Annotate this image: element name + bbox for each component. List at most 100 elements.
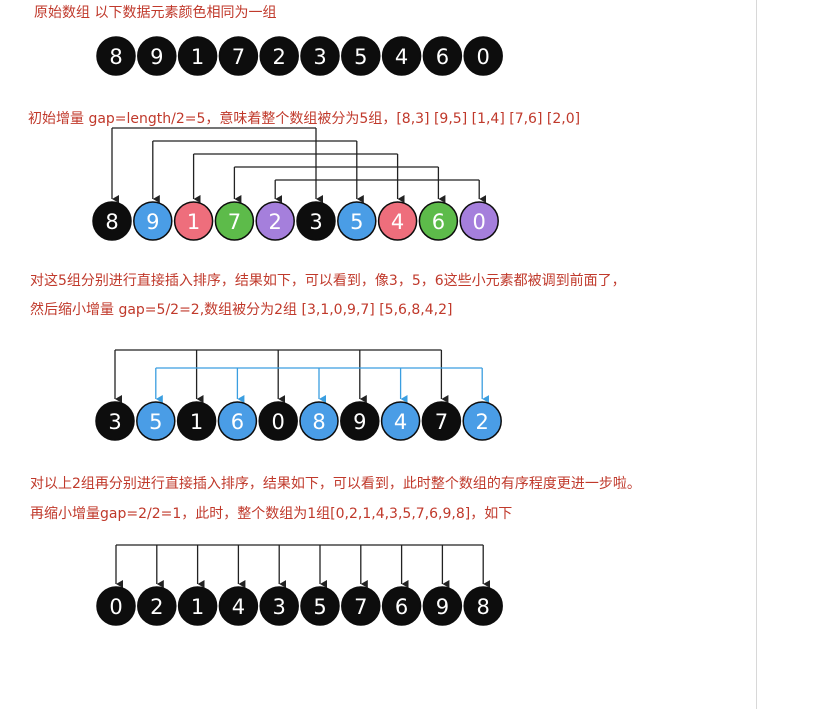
array-element: 6 [381, 586, 422, 626]
grouping-connectors-row-3 [114, 349, 490, 403]
element-value: 2 [273, 45, 286, 69]
array-element: 2 [259, 36, 299, 76]
array-element: 5 [341, 36, 381, 76]
element-circle [217, 401, 258, 441]
group-connector [111, 127, 323, 203]
element-circle [137, 36, 177, 76]
element-value: 2 [150, 595, 163, 619]
element-value: 1 [190, 410, 203, 434]
element-circle [255, 201, 295, 241]
element-value: 6 [395, 595, 408, 619]
caption-step2-line1: 对这5组分别进行直接插入排序，结果如下，可以看到，像3，5，6这些小元素都被调到… [30, 273, 626, 289]
array-element: 8 [92, 201, 132, 241]
element-value: 4 [395, 45, 408, 69]
element-circle [421, 401, 462, 441]
element-value: 2 [476, 410, 489, 434]
element-value: 3 [309, 210, 322, 234]
element-value: 1 [187, 210, 200, 234]
array-element: 0 [258, 401, 298, 441]
element-circle [136, 401, 176, 441]
element-value: 9 [353, 410, 366, 434]
element-value: 5 [149, 410, 162, 434]
array-element: 5 [337, 201, 377, 241]
element-circle [218, 36, 259, 76]
array-element: 6 [418, 201, 459, 241]
array-element: 9 [137, 36, 177, 76]
element-value: 1 [191, 595, 204, 619]
array-element: 9 [422, 586, 463, 626]
element-value: 8 [477, 595, 490, 619]
element-value: 6 [231, 410, 244, 434]
array-element: 7 [421, 401, 462, 441]
element-value: 9 [146, 210, 159, 234]
element-value: 3 [108, 410, 121, 434]
element-circle [177, 586, 218, 626]
element-circle [296, 201, 336, 241]
array-element: 3 [300, 36, 340, 76]
element-circle [300, 36, 340, 76]
array-element: 4 [381, 36, 422, 76]
element-circle [381, 586, 422, 626]
element-value: 6 [436, 45, 449, 69]
element-circle [218, 586, 259, 626]
array-element: 4 [218, 586, 259, 626]
array-element: 1 [176, 401, 217, 441]
element-circle [300, 586, 340, 626]
element-circle [422, 36, 463, 76]
array-element: 0 [463, 36, 503, 76]
content-frame [756, 0, 757, 709]
caption-intro: 原始数组 以下数据元素颜色相同为一组 [34, 5, 277, 21]
caption-step3-line1: 对以上2组再分别进行直接插入排序，结果如下，可以看到，此时整个数组的有序程度更进… [30, 476, 641, 492]
array-element: 4 [380, 401, 421, 441]
element-value: 6 [432, 210, 445, 234]
array-element: 5 [136, 401, 176, 441]
element-circle [259, 586, 299, 626]
array-element: 8 [299, 401, 339, 441]
element-value: 8 [312, 410, 325, 434]
array-element: 7 [218, 36, 259, 76]
element-value: 8 [105, 210, 118, 234]
array-element: 4 [377, 201, 418, 241]
array-element: 5 [300, 586, 340, 626]
element-circle [96, 586, 136, 626]
element-circle [418, 201, 459, 241]
element-circle [173, 201, 214, 241]
element-value: 7 [354, 595, 367, 619]
group-connector [114, 349, 449, 403]
caption-step3-line2: 再缩小增量gap=2/2=1，此时，整个数组为1组[0,2,1,4,3,5,7,… [30, 506, 513, 522]
element-value: 0 [477, 45, 490, 69]
grouping-connectors-row-2 [111, 127, 487, 203]
element-value: 9 [150, 45, 163, 69]
array-element: 0 [96, 586, 136, 626]
element-value: 5 [350, 210, 363, 234]
group-connector [155, 367, 490, 403]
array-element: 7 [214, 201, 255, 241]
element-circle [463, 586, 503, 626]
element-circle [377, 201, 418, 241]
element-value: 3 [273, 595, 286, 619]
element-circle [96, 36, 136, 76]
array-element: 9 [340, 401, 380, 441]
element-value: 1 [191, 45, 204, 69]
element-circle [462, 401, 502, 441]
array-element: 7 [341, 586, 381, 626]
element-value: 5 [313, 595, 326, 619]
array-element: 1 [177, 36, 218, 76]
element-circle [380, 401, 421, 441]
element-value: 8 [109, 45, 122, 69]
array-element: 8 [96, 36, 136, 76]
group-connector [115, 544, 491, 588]
element-value: 4 [391, 210, 404, 234]
group-connector [152, 140, 364, 203]
element-circle [341, 36, 381, 76]
array-element: 2 [255, 201, 295, 241]
element-value: 0 [272, 410, 285, 434]
element-circle [340, 401, 380, 441]
element-circle [258, 401, 298, 441]
array-element: 0 [459, 201, 499, 241]
element-circle [92, 201, 132, 241]
caption-step1: 初始增量 gap=length/2=5，意味着整个数组被分为5组，[8,3] [… [28, 111, 581, 127]
element-circle [463, 36, 503, 76]
element-value: 3 [313, 45, 326, 69]
